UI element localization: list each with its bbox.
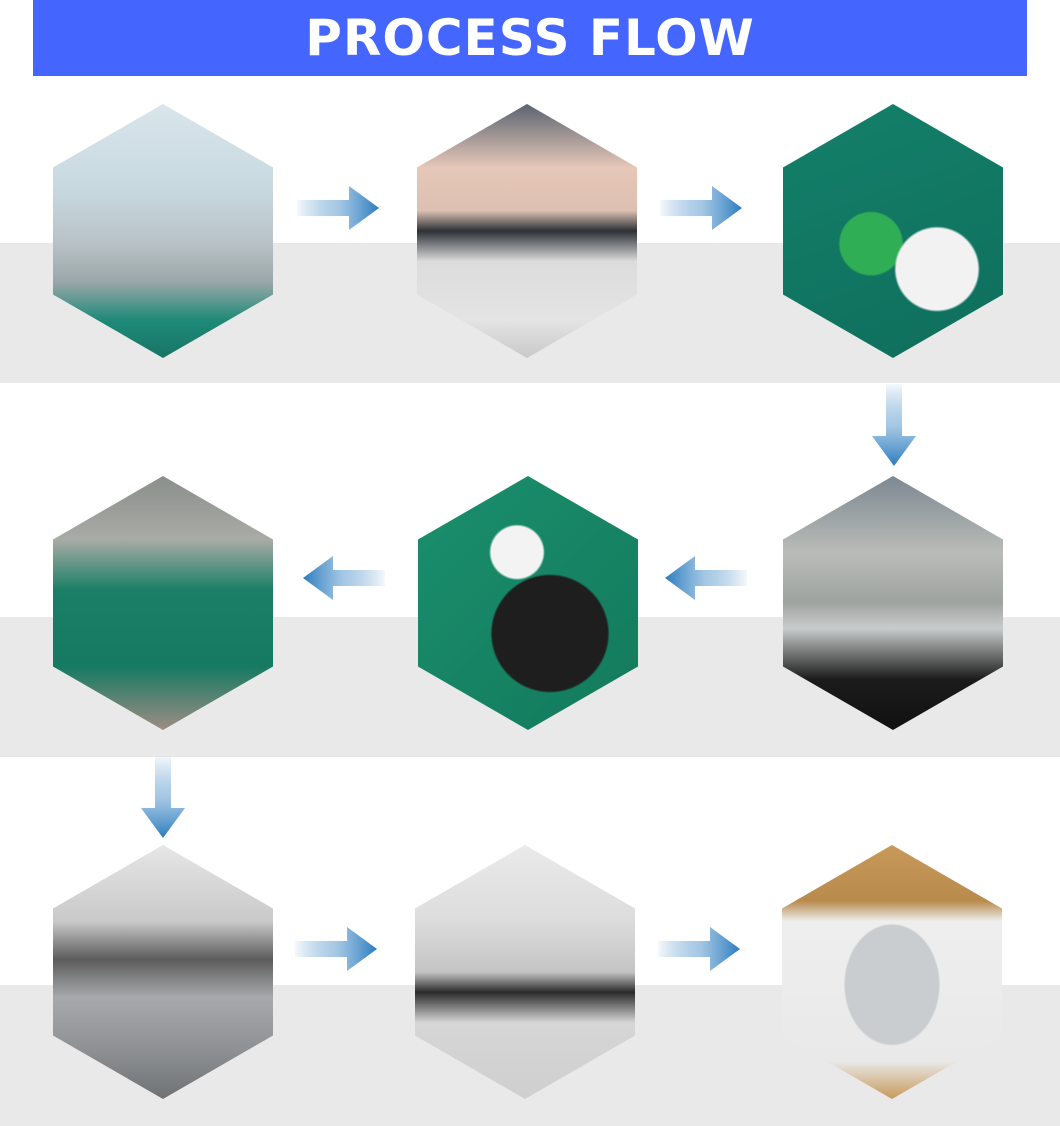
arrow-left-icon: [665, 556, 747, 600]
arrow-right-icon: [297, 186, 379, 230]
arrow-down-icon: [141, 756, 185, 838]
arrow-right-icon: [658, 927, 740, 971]
arrow-right-icon: [295, 927, 377, 971]
step-3-manual-soldering-image: [783, 104, 1003, 358]
page-title: PROCESS FLOW: [305, 9, 755, 67]
arrow-down-icon: [872, 384, 916, 466]
arrow-right-icon: [660, 186, 742, 230]
title-banner: PROCESS FLOW: [33, 0, 1027, 76]
arrow-left-icon: [303, 556, 385, 600]
